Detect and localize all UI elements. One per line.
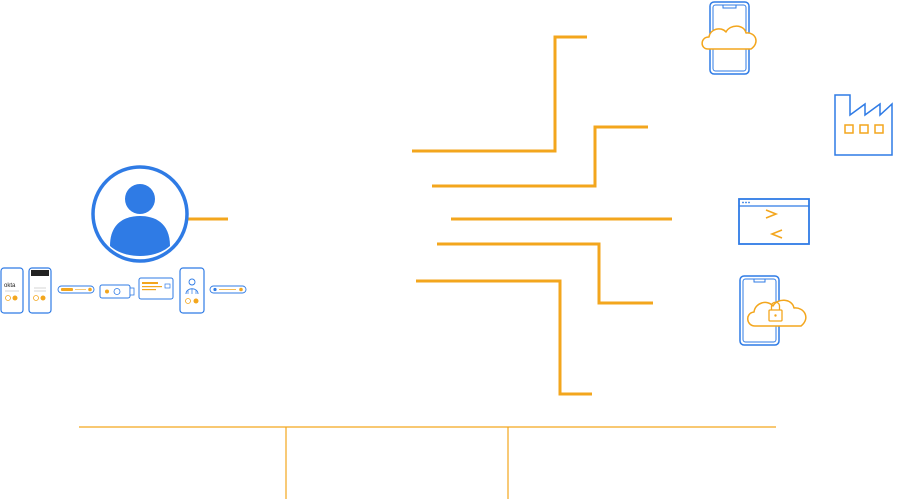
line-to-factory	[432, 125, 648, 188]
user-avatar-icon	[91, 165, 189, 263]
okta-phone-label: okta	[4, 283, 16, 289]
smart-card-icon	[138, 277, 174, 300]
otp-pill-icon	[57, 285, 95, 294]
mobile-cloud-icon	[701, 1, 757, 75]
terminal-window-icon	[738, 198, 810, 245]
line-to-mobile-cloud	[412, 35, 587, 153]
authenticator-pill-icon	[209, 285, 247, 294]
push-phone-icon	[28, 267, 52, 314]
okta-verify-phone-icon: okta	[0, 267, 24, 314]
line-to-cloud-lock	[437, 242, 653, 305]
bottom-bracket	[79, 426, 776, 499]
authenticator-icons: okta	[0, 267, 247, 314]
factory-icon	[834, 94, 893, 156]
line-to-bottom	[416, 279, 592, 396]
biometric-phone-icon	[179, 267, 205, 314]
security-key-icon	[99, 284, 135, 299]
connector-lines	[187, 35, 672, 396]
mobile-cloud-lock-icon	[739, 275, 807, 346]
